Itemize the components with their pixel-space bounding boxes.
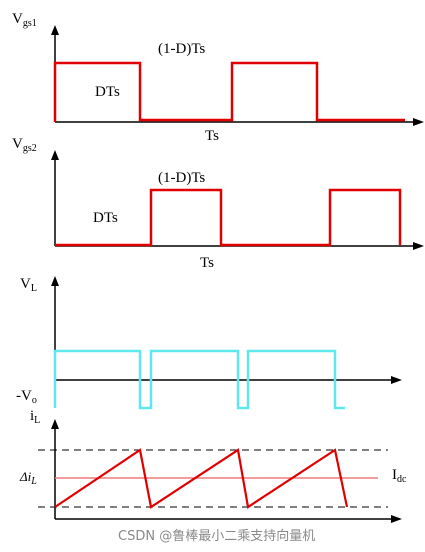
il-ripple-label: ΔiL (19, 469, 37, 487)
vl-y-label: VL (20, 276, 37, 294)
vgs2-y-label: Vgs2 (12, 136, 37, 154)
vgs1-y-label: Vgs1 (12, 11, 37, 29)
il-x-arrow (391, 515, 402, 523)
watermark: CSDN @鲁棒最小二乘支持向量机 (118, 528, 315, 544)
vgs2-low-label: DTs (93, 210, 118, 226)
vgs2-waveform (55, 188, 402, 247)
il-y-arrow (51, 419, 59, 429)
vgs1-y-arrow (51, 25, 59, 35)
vl-x-arrow (391, 376, 402, 384)
vgs1-period-label: Ts (205, 128, 219, 144)
panel-il: iL ΔiL Idc (19, 408, 407, 523)
vgs2-high-label: (1-D)Ts (158, 170, 205, 186)
il-waveform (54, 448, 349, 509)
panel-vgs2: Vgs2 (1-D)Ts DTs Ts (12, 136, 424, 271)
panel-vgs1: Vgs1 DTs (1-D)Ts Ts (12, 11, 424, 144)
vl-y-arrow (51, 276, 59, 286)
il-y-label: iL (30, 408, 40, 426)
panel-vl: VL -Vo (16, 276, 402, 410)
vgs1-low-label: (1-D)Ts (158, 41, 205, 57)
vgs1-x-arrow (413, 118, 424, 126)
vgs1-waveform (53, 61, 405, 122)
il-average-label: Idc (392, 467, 407, 485)
vl-waveform (53, 349, 345, 410)
vgs2-y-arrow (51, 150, 59, 160)
vgs1-high-label: DTs (95, 84, 120, 100)
vgs2-x-arrow (413, 242, 424, 250)
vgs2-period-label: Ts (200, 255, 214, 271)
vl-neg-label: -Vo (16, 388, 37, 406)
